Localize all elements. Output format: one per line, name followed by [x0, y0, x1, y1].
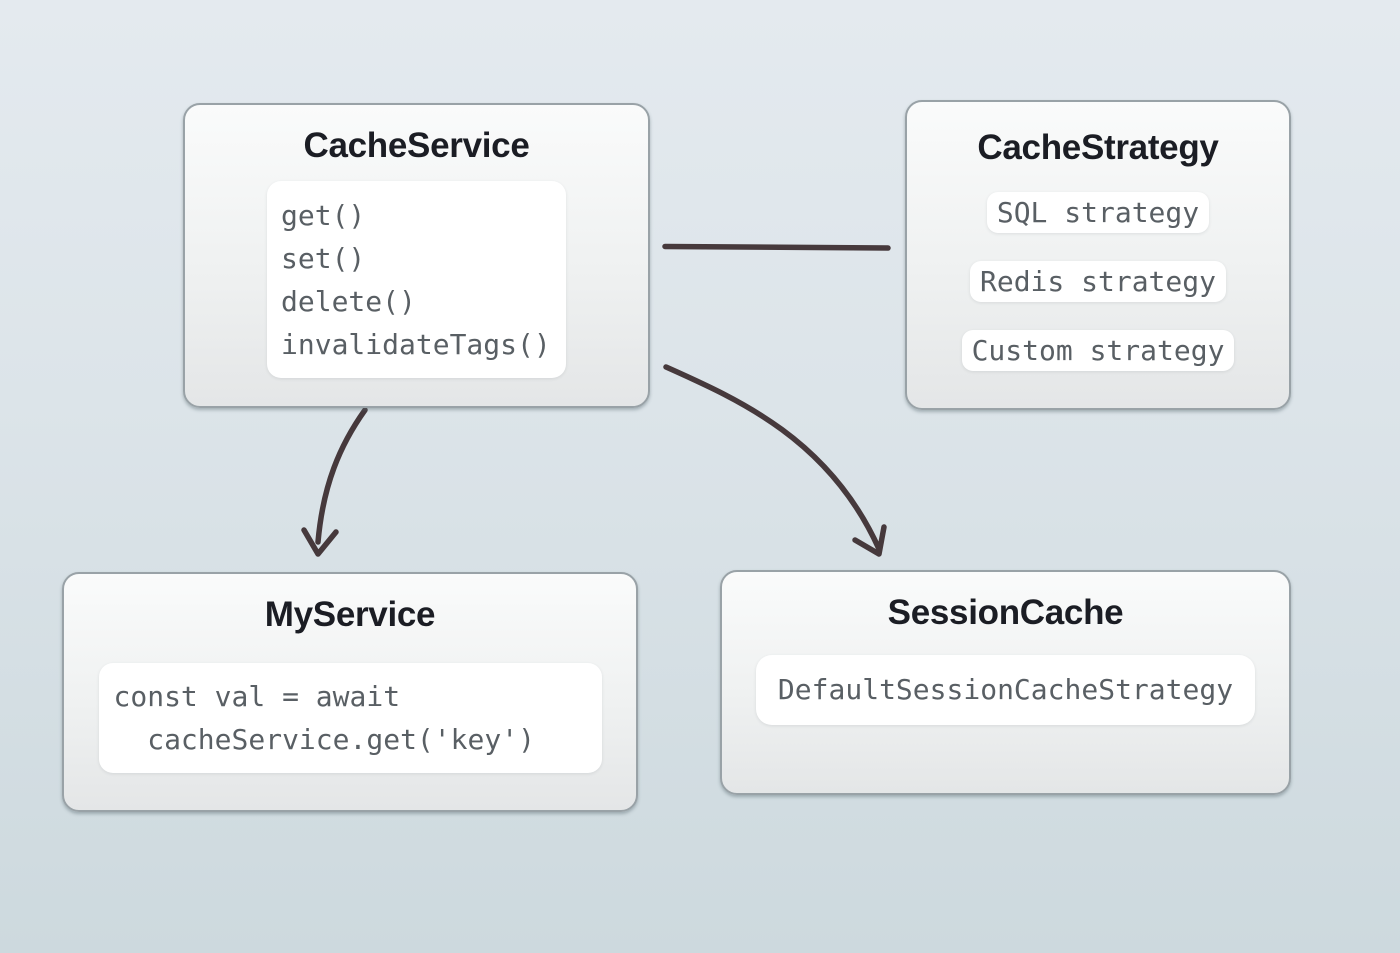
method-invalidate-tags: invalidateTags()	[281, 328, 551, 362]
node-cache-service: CacheService get() set() delete() invali…	[183, 103, 650, 408]
session-cache-title: SessionCache	[887, 593, 1124, 632]
method-set: set()	[281, 242, 366, 276]
cache-strategy-title: CacheStrategy	[977, 128, 1219, 167]
cache-service-title: CacheService	[303, 126, 530, 165]
strategy-custom: Custom strategy	[961, 330, 1235, 372]
edge-cacheservice-sessioncache-curve	[663, 364, 882, 552]
method-get: get()	[281, 199, 366, 233]
strategy-list: SQL strategy Redis strategy Custom strat…	[961, 192, 1235, 372]
my-service-code-panel: const val = await cacheService.get('key'…	[98, 663, 602, 774]
node-my-service: MyService const val = await cacheService…	[62, 572, 638, 812]
arrowhead-myservice-icon	[301, 527, 339, 557]
session-cache-strategy-value: DefaultSessionCacheStrategy	[755, 655, 1256, 726]
strategy-redis: Redis strategy	[969, 261, 1226, 303]
code-line: cacheService.get('key')	[113, 723, 535, 757]
edge-cacheservice-myservice-curve	[315, 407, 368, 545]
method-delete: delete()	[281, 285, 416, 319]
edge-cacheservice-cachestrategy-line	[662, 243, 891, 251]
my-service-title: MyService	[264, 595, 436, 634]
strategy-sql: SQL strategy	[986, 192, 1210, 234]
code-line: const val = await	[113, 680, 401, 714]
node-session-cache: SessionCache DefaultSessionCacheStrategy	[720, 570, 1291, 795]
cache-service-methods-panel: get() set() delete() invalidateTags()	[267, 181, 566, 379]
node-cache-strategy: CacheStrategy SQL strategy Redis strateg…	[905, 100, 1291, 410]
arrowhead-sessioncache-icon	[852, 524, 887, 557]
